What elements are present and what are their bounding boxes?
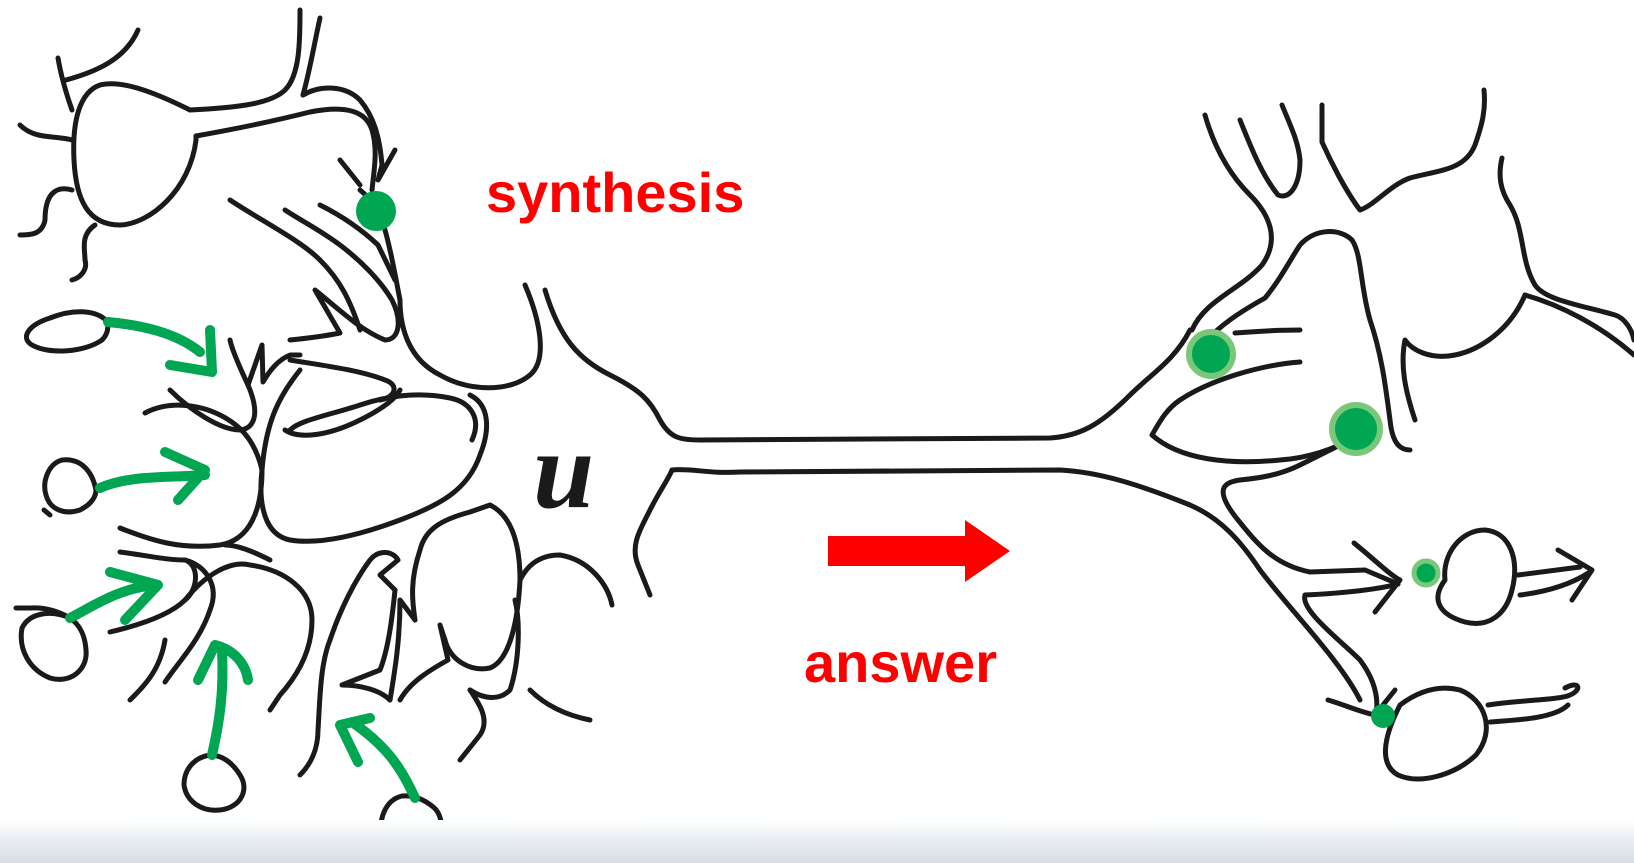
right-arrow-icon (828, 520, 1010, 582)
incoming-signal-arrows (65, 317, 420, 803)
incoming-arrow-4 (207, 645, 228, 760)
incoming-arrow-1 (103, 317, 205, 357)
synapse-dot-output-3 (1411, 558, 1441, 588)
variable-u-label: u (533, 409, 595, 531)
answer-label: answer (804, 631, 997, 694)
output-synapses (1186, 329, 1441, 728)
incoming-arrow-2 (95, 470, 210, 493)
footer-bar (0, 820, 1634, 863)
incoming-arrow-5 (347, 717, 420, 803)
receiving-neuron-body (13, 7, 1363, 859)
incoming-arrow-5-head (335, 713, 375, 767)
incoming-arrow-1-head (165, 325, 217, 377)
incoming-arrow-3-head (105, 567, 163, 625)
incoming-arrow-2-head (160, 447, 210, 505)
synthesis-label: synthesis (486, 161, 745, 224)
output-neuron-body (1149, 87, 1634, 782)
synapse-dot-output-1 (1186, 329, 1236, 379)
synapse-dot-output-2 (1329, 402, 1383, 456)
synapse-dot-top (356, 191, 396, 231)
incoming-arrow-4-head (193, 640, 253, 685)
synapse-dot-output-4 (1371, 704, 1395, 728)
